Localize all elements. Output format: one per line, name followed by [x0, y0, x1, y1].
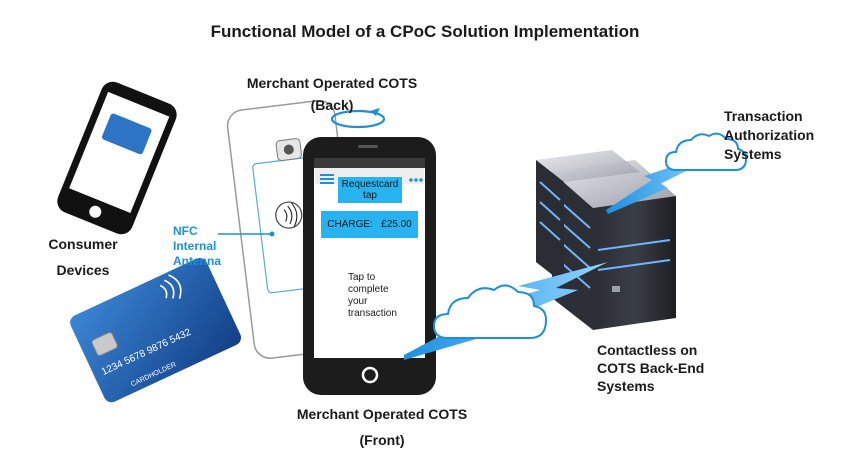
- backend-line-2: COTS Back-End: [597, 360, 705, 376]
- nfc-antenna-label: NFC Internal Antenna: [173, 224, 221, 269]
- backend-line-1: Contactless on: [597, 342, 698, 358]
- tap-instructions: Tap to complete your transaction: [348, 272, 397, 320]
- credit-card-icon: [70, 258, 242, 403]
- charge-amount-box: CHARGE: £25.00: [321, 211, 418, 238]
- nfc-line-2: Internal: [173, 239, 217, 253]
- authorization-systems-label: Transaction Authorization Systems: [724, 107, 814, 164]
- tap-line-4: transaction: [348, 308, 397, 319]
- merchant-front-label: Merchant Operated COTS (Front): [282, 403, 482, 451]
- nfc-line-1: NFC: [173, 224, 198, 238]
- merchant-front-line-1: Merchant Operated COTS: [296, 406, 468, 422]
- cloud-lower-icon: [432, 284, 548, 339]
- request-line-1: Requestcard: [341, 179, 399, 190]
- merchant-front-line-2: (Front): [359, 432, 405, 448]
- request-card-tap-button[interactable]: Requestcard tap: [338, 177, 402, 203]
- merchant-back-label: Merchant Operated COTS (Back): [232, 72, 432, 116]
- nfc-line-3: Antenna: [173, 254, 221, 268]
- auth-line-3: Systems: [724, 146, 782, 162]
- cloud-upper-icon: [664, 132, 748, 171]
- consumer-devices-label: Consumer Devices: [28, 233, 138, 281]
- tap-line-3: your: [348, 296, 368, 307]
- tap-line-2: complete: [348, 284, 389, 295]
- tap-line-1: Tap to: [348, 272, 376, 283]
- auth-line-1: Transaction: [724, 108, 803, 124]
- consumer-line-2: Devices: [56, 262, 110, 278]
- merchant-back-line-2: (Back): [310, 97, 354, 113]
- server-authorization-icon: [536, 150, 640, 284]
- request-line-2: tap: [363, 190, 377, 201]
- consumer-phone-icon: [57, 81, 177, 235]
- backend-systems-label: Contactless on COTS Back-End Systems: [597, 341, 704, 395]
- consumer-line-1: Consumer: [48, 236, 118, 252]
- merchant-back-line-1: Merchant Operated COTS: [246, 75, 418, 91]
- auth-line-2: Authorization: [724, 127, 815, 143]
- backend-line-3: Systems: [597, 378, 655, 394]
- diagram-title: Functional Model of a CPoC Solution Impl…: [210, 22, 640, 41]
- rotate-arrow-icon: [330, 108, 386, 129]
